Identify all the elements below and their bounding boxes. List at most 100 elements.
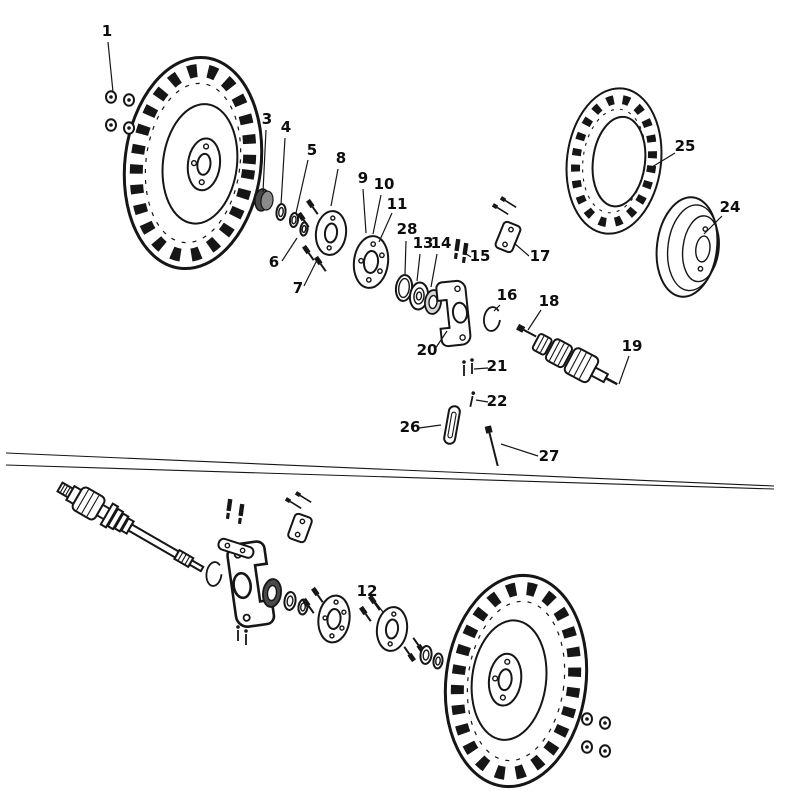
- cotter-pin: [243, 628, 249, 646]
- callout-18: 18: [527, 292, 560, 331]
- callout-19-label: 19: [622, 337, 643, 355]
- callout-16: 16: [493, 286, 517, 312]
- callout-28-label: 28: [397, 220, 418, 238]
- fastener-set-upper-left: [105, 90, 135, 135]
- callout-27-label: 27: [539, 447, 560, 465]
- nut: [123, 93, 135, 107]
- bearing-set-lower: [262, 578, 309, 616]
- nut: [105, 118, 117, 132]
- callout-3-label: 3: [262, 110, 272, 128]
- front-tire: [122, 55, 264, 271]
- bearing: [408, 281, 430, 311]
- wheel-hub-upper: [296, 197, 348, 274]
- callout-1-label: 1: [102, 22, 112, 40]
- callout-6-label: 6: [269, 253, 279, 271]
- axis-reference-lines: [5, 452, 775, 490]
- callout-12: 12: [357, 582, 384, 613]
- washer: [288, 212, 300, 228]
- callout-7-label: 7: [293, 279, 303, 297]
- nut: [581, 712, 593, 726]
- callout-21: 21: [473, 357, 508, 375]
- callout-9-label: 9: [358, 169, 368, 187]
- callout-24: 24: [703, 198, 741, 235]
- snap-ring: [483, 306, 501, 332]
- nut: [599, 716, 611, 730]
- nut: [105, 90, 117, 104]
- callout-14: 14: [430, 234, 452, 288]
- dust-cap: [254, 188, 274, 212]
- flange-bolt: [453, 238, 461, 260]
- callout-8: 8: [330, 149, 346, 207]
- brake-disc-flange-upper: [352, 235, 390, 289]
- bearing: [262, 578, 282, 608]
- callout-20-label: 20: [417, 341, 438, 359]
- callout-22: 22: [475, 392, 508, 410]
- bearing-set-upper: [394, 274, 442, 315]
- long-bolt: [484, 425, 499, 467]
- lug-stud: [401, 644, 417, 664]
- callout-9: 9: [358, 169, 368, 234]
- callout-19: 19: [618, 337, 643, 385]
- cotter-pin: [467, 390, 477, 409]
- callout-25: 25: [651, 137, 696, 168]
- bracket-pin: [491, 202, 511, 217]
- lug-stud: [301, 243, 317, 263]
- callout-17: 17: [513, 242, 551, 265]
- callout-22-label: 22: [487, 392, 508, 410]
- callout-18-label: 18: [539, 292, 560, 310]
- callout-27: 27: [500, 443, 560, 465]
- wheel-hub-lower: [358, 593, 426, 664]
- cv-axle-lower: [56, 481, 205, 573]
- callout-26: 26: [400, 418, 442, 436]
- washer: [283, 591, 297, 611]
- callout-11-label: 11: [387, 195, 408, 213]
- caliper-bracket-upper: [491, 195, 522, 254]
- bracket-pin: [294, 490, 314, 505]
- callout-15-label: 15: [470, 247, 491, 265]
- bracket-pin: [499, 195, 519, 210]
- bracket-pin: [284, 496, 304, 511]
- snap-ring: [205, 561, 223, 587]
- cotter-pin: [469, 357, 475, 375]
- wheel-rim: [655, 196, 720, 298]
- callout-25-label: 25: [675, 137, 696, 155]
- cotter-pin: [461, 359, 467, 377]
- nut: [581, 740, 593, 754]
- callout-10: 10: [372, 175, 394, 235]
- callout-6: 6: [269, 237, 298, 271]
- spacer-set-upper: [254, 188, 309, 237]
- washer: [275, 203, 287, 221]
- callout-24-label: 24: [720, 198, 741, 216]
- callout-1: 1: [102, 22, 114, 93]
- callout-20: 20: [417, 330, 448, 359]
- callout-4: 4: [280, 118, 291, 206]
- callout-12-label: 12: [357, 582, 378, 600]
- lug-stud: [313, 254, 329, 274]
- callout-21-label: 21: [487, 357, 508, 375]
- callout-26-label: 26: [400, 418, 421, 436]
- callout-7: 7: [293, 259, 318, 297]
- steering-arm: [217, 537, 255, 559]
- callout-14-label: 14: [431, 234, 452, 252]
- cotter-pin: [235, 624, 241, 642]
- cv-axle-upper: [531, 333, 618, 386]
- callout-3: 3: [262, 110, 272, 193]
- callout-11: 11: [378, 195, 408, 243]
- caliper-bracket-lower: [284, 490, 314, 544]
- callouts: 1 3 4 5 6 7 8 9 10 11 28 13 14 15 17 16 …: [102, 22, 741, 613]
- callout-28: 28: [397, 220, 418, 275]
- rear-tire: [443, 573, 589, 789]
- nut: [123, 121, 135, 135]
- axle-bolt: [516, 323, 537, 338]
- callout-5-label: 5: [307, 141, 317, 159]
- steering-knuckle-upper: [435, 279, 472, 348]
- flange-bolt: [225, 498, 233, 520]
- brake-disc-flange-lower: [301, 585, 351, 644]
- steering-knuckle-lower: [226, 540, 276, 628]
- link-plate: [443, 405, 461, 445]
- callout-4-label: 4: [281, 118, 291, 136]
- lug-stud: [305, 197, 321, 217]
- washer: [394, 274, 414, 302]
- callout-17-label: 17: [530, 247, 551, 265]
